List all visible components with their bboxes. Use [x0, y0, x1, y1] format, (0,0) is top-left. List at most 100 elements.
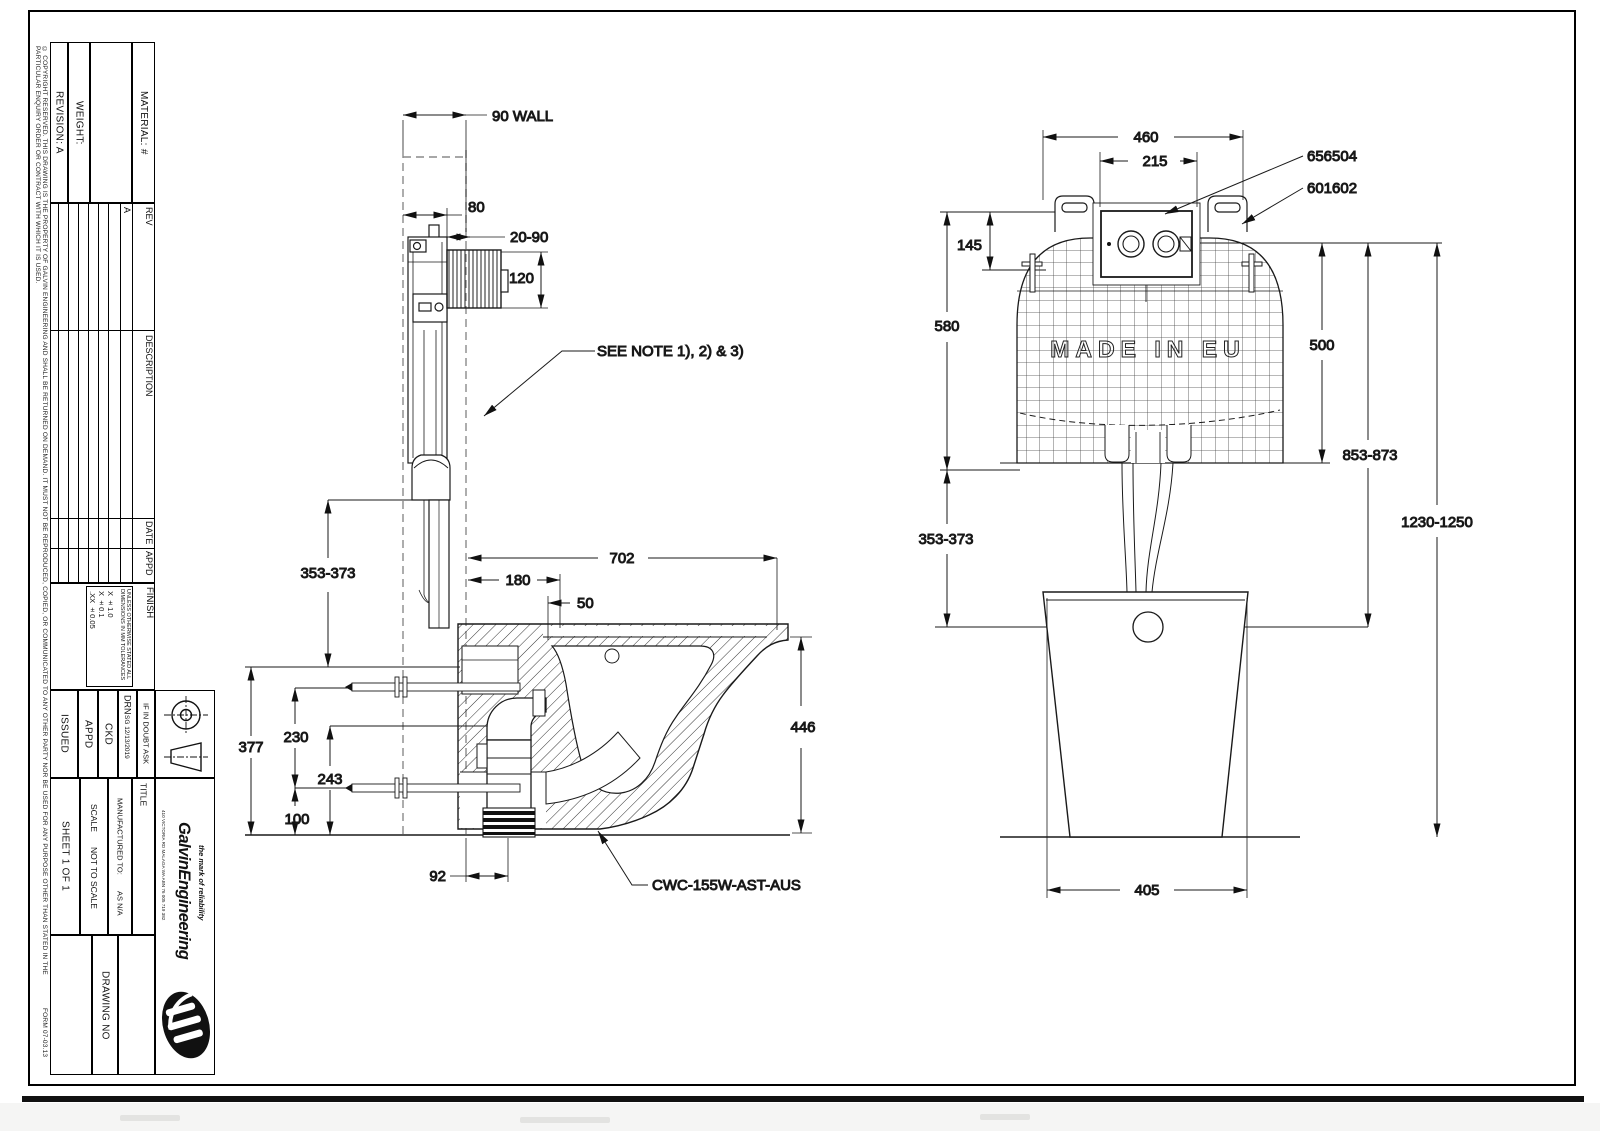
- rev-col-line: [50, 330, 155, 331]
- flush-pipe: [1121, 462, 1174, 593]
- sheet-bottom-edge: [22, 1096, 1584, 1102]
- front-view: MADE IN EU: [918, 129, 1473, 900]
- part-leaders: 656504 601602: [1164, 148, 1358, 225]
- blank-cell: [50, 935, 92, 1075]
- issued-cell: ISSUED: [50, 690, 78, 778]
- rev-header-line: [132, 203, 133, 583]
- flush-access-sleeve: [446, 249, 509, 309]
- wall-lines: [402, 150, 467, 835]
- outlet-elbow: [476, 689, 547, 838]
- manufactured-value: AS N/A: [115, 890, 125, 916]
- ribbed-coupling: [482, 807, 536, 838]
- company-address: 410 VICTORIA RD MALAGA WA ABN 76 005 719…: [161, 809, 166, 921]
- trap-passage: [545, 731, 641, 805]
- blank-cell: [90, 42, 132, 203]
- dim-230: 230: [283, 729, 308, 746]
- rev-row-line: [58, 203, 59, 583]
- rev-header: REV: [144, 207, 154, 226]
- drn-cell: DRN SG 12/13/2019: [118, 690, 137, 778]
- dim-377: 377: [238, 739, 263, 756]
- side-view-notes: SEE NOTE 1), 2) & 3) CWC-155W-AST-AUS: [483, 343, 801, 895]
- rev-row-line: [120, 203, 121, 583]
- appd-cell: APPD: [78, 690, 98, 778]
- inwall-cistern: [407, 224, 451, 629]
- fixing-bolts: [345, 676, 521, 799]
- artifact: [520, 1117, 610, 1123]
- dim-20-90: 20-90: [510, 229, 548, 246]
- dim-243: 243: [317, 771, 342, 788]
- galvin-g-mark-icon: [161, 991, 211, 1059]
- dim-405: 405: [1134, 882, 1159, 899]
- ckd-cell: CKD: [98, 690, 118, 778]
- product-code-label: CWC-155W-AST-AUS: [652, 877, 801, 894]
- scale-label: SCALE: [89, 803, 99, 832]
- dim-580: 580: [934, 318, 959, 335]
- pan-section: [457, 623, 789, 830]
- title-cell: TITLE: [132, 778, 155, 935]
- drn-label: DRN: [122, 695, 133, 715]
- third-angle-projection-icon: [164, 696, 208, 772]
- material-cell: MATERIAL: #: [132, 42, 155, 203]
- concealed-cistern: MADE IN EU: [1016, 237, 1284, 464]
- dim-1230-1250: 1230-1250: [1401, 514, 1473, 531]
- dim-215: 215: [1142, 153, 1167, 170]
- artifact: [980, 1114, 1030, 1120]
- dim-460: 460: [1133, 129, 1158, 146]
- manufactured-cell: MANUFACTURED TO: AS N/A: [108, 778, 132, 935]
- scroll-strip: [0, 1103, 1600, 1131]
- drn-value: SG 12/13/2019: [123, 714, 130, 759]
- sheet-border: [28, 10, 1576, 1086]
- rev-row-line: [78, 203, 79, 583]
- pan-button-hole: [1132, 611, 1164, 643]
- rev-col-line: [50, 548, 155, 549]
- dim-92: 92: [429, 868, 446, 885]
- dim-120: 120: [509, 270, 534, 287]
- tolerance-values: X ±1.0 X ±0.1 .XX ±0.05: [88, 591, 115, 686]
- side-view: 90 WALL 80 20-90 120 353-373 702: [238, 108, 816, 895]
- company-logo-cell: 410 VICTORIA RD MALAGA WA ABN 76 005 719…: [155, 778, 215, 1075]
- if-in-doubt-cell: IF IN DOUBT ASK: [137, 690, 155, 778]
- part-656504-label: 656504: [1307, 148, 1357, 165]
- dim-80: 80: [468, 199, 485, 216]
- tolerance-row: .XX ±0.05: [88, 591, 97, 629]
- side-fixings: [1021, 253, 1263, 293]
- company-tagline: the mark of reliability: [197, 845, 206, 921]
- date-header: DATE: [144, 521, 154, 545]
- flush-access-panel: [1092, 202, 1201, 286]
- rev-row-line: [68, 203, 69, 583]
- finish-cell: [50, 583, 155, 690]
- rev-row-line: [108, 203, 109, 583]
- blank-cell: [118, 935, 155, 1075]
- flush-button-half: [1117, 230, 1145, 258]
- part-601602-label: 601602: [1307, 180, 1357, 197]
- mounting-brackets: [1054, 195, 1248, 232]
- dim-353-373-front: 353-373: [918, 531, 973, 548]
- revision-cell: REVISION: A: [50, 42, 68, 203]
- rev-row-line: [88, 203, 89, 583]
- rev-col-line: [50, 518, 155, 519]
- front-view-dimensions: 460 215 145 580 353-373 500 853: [918, 129, 1473, 900]
- tolerance-row: X ±1.0: [106, 591, 115, 618]
- tolerance-row: X ±0.1: [97, 591, 106, 618]
- dim-500: 500: [1309, 337, 1334, 354]
- manufactured-label: MANUFACTURED TO:: [115, 797, 125, 875]
- dim-446: 446: [790, 719, 815, 736]
- drawing-no-cell: DRAWING NO: [92, 935, 118, 1075]
- finish-label: FINISH: [144, 587, 155, 619]
- tolerance-box: UNLESS OTHERWISE STATED ALL DIMENSIONS I…: [86, 586, 133, 687]
- dim-90-wall: 90 WALL: [492, 108, 553, 125]
- rev-row-line: [98, 203, 99, 583]
- revision-table: [50, 203, 155, 583]
- dim-145: 145: [957, 237, 982, 254]
- side-view-dimensions: 90 WALL 80 20-90 120 353-373 702: [238, 108, 816, 886]
- flush-button-full: [1152, 230, 1180, 258]
- made-in-eu-label: MADE IN EU: [1050, 336, 1245, 362]
- pan-front: [1042, 591, 1249, 838]
- dim-853-873: 853-873: [1342, 447, 1397, 464]
- description-header: DESCRIPTION: [144, 335, 154, 397]
- scale-value: NOT TO SCALE: [89, 847, 99, 910]
- dim-180: 180: [505, 572, 530, 589]
- see-note-label: SEE NOTE 1), 2) & 3): [597, 343, 744, 360]
